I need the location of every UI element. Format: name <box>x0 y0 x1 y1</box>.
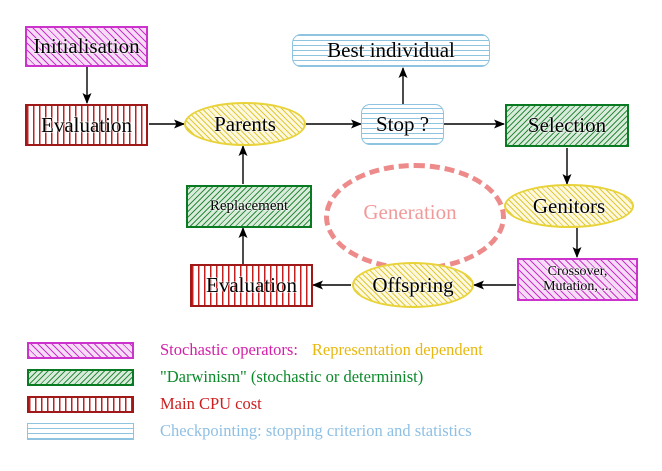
legend-text-secondary: Representation dependent <box>311 340 483 359</box>
node-genitors[interactable]: Genitors <box>504 184 634 228</box>
node-replacement[interactable]: Replacement <box>186 185 312 228</box>
node-crossover-mutation[interactable]: Crossover, Mutation, ... <box>517 258 638 301</box>
node-initialisation-label: Initialisation <box>33 34 140 59</box>
node-replacement-label: Replacement <box>209 197 289 214</box>
legend-swatch-checkpointing <box>27 423 134 440</box>
node-crossover-mutation-label: Crossover, Mutation, ... <box>543 263 612 294</box>
node-offspring-label: Offspring <box>372 272 454 297</box>
node-parents[interactable]: Parents <box>184 102 306 146</box>
node-stop[interactable]: Stop ? <box>361 104 444 145</box>
node-evaluation-bottom[interactable]: Evaluation <box>190 264 313 307</box>
legend-swatch-darwinism <box>27 369 134 386</box>
node-selection-label: Selection <box>527 113 607 138</box>
node-best-individual-label: Best individual <box>327 38 455 63</box>
node-best-individual[interactable]: Best individual <box>292 34 490 67</box>
legend-text-primary: Checkpointing: stopping criterion and st… <box>160 421 472 440</box>
node-stop-label: Stop ? <box>375 112 430 137</box>
node-parents-label: Parents <box>214 111 276 136</box>
legend-text-primary: "Darwinism" (stochastic or determinist) <box>160 367 424 386</box>
legend-text-primary: Stochastic operators: <box>160 340 298 359</box>
generation-region-label: Generation <box>363 199 457 224</box>
node-selection[interactable]: Selection <box>505 104 629 147</box>
node-genitors-label: Genitors <box>532 193 606 218</box>
node-evaluation-bottom-label: Evaluation <box>206 273 297 298</box>
legend-text-primary: Main CPU cost <box>160 394 262 413</box>
legend: Stochastic operators: Representation depe… <box>0 340 662 448</box>
node-evaluation-top-label: Evaluation <box>41 112 132 137</box>
node-evaluation-top[interactable]: Evaluation <box>25 104 148 146</box>
legend-row: Stochastic operators: Representation depe… <box>0 340 662 367</box>
node-offspring[interactable]: Offspring <box>352 262 474 308</box>
legend-row: Checkpointing: stopping criterion and st… <box>0 421 662 448</box>
legend-swatch-stochastic-operators <box>27 342 134 359</box>
legend-label-stochastic-operators: Stochastic operators: Representation depe… <box>160 340 483 360</box>
legend-label-darwinism: "Darwinism" (stochastic or determinist) <box>160 367 423 387</box>
node-initialisation[interactable]: Initialisation <box>25 26 148 67</box>
legend-row: "Darwinism" (stochastic or determinist) <box>0 367 662 394</box>
legend-label-checkpointing: Checkpointing: stopping criterion and st… <box>160 421 472 441</box>
legend-row: Main CPU cost <box>0 394 662 421</box>
legend-label-main-cpu-cost: Main CPU cost <box>160 394 262 414</box>
legend-swatch-main-cpu-cost <box>27 396 134 413</box>
